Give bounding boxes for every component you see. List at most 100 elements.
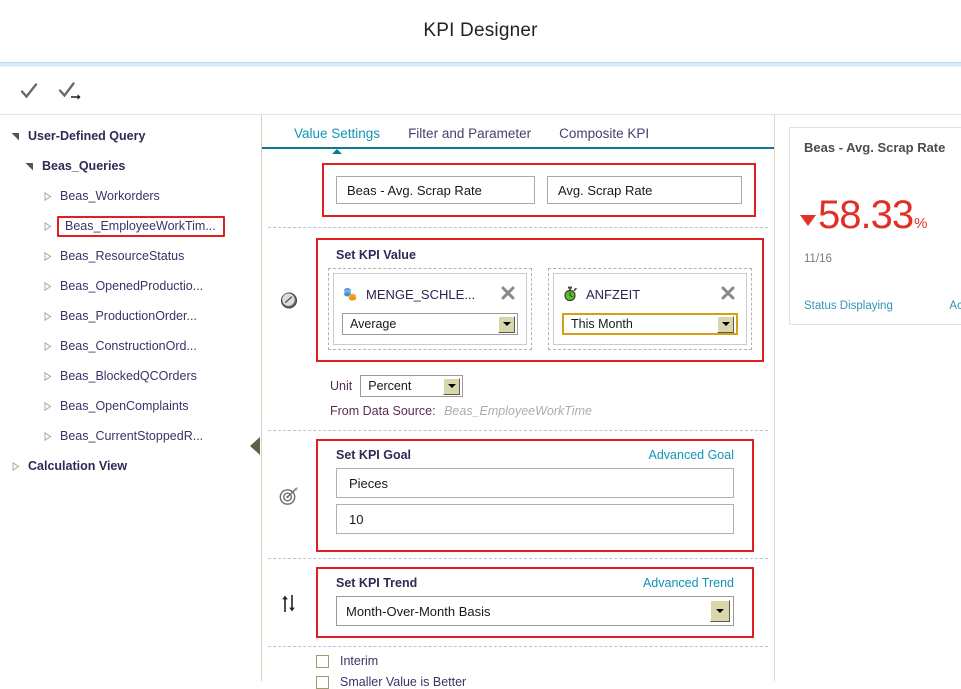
measure-aggregation-value: Average [350,317,397,331]
sidebar-item-1[interactable]: Beas_Queries [0,155,261,177]
sidebar-item-11[interactable]: Calculation View [0,455,261,477]
data-source-value: Beas_EmployeeWorkTime [444,404,592,418]
kpi-goal-section: Set KPI Goal Advanced Goal Pieces 10 [262,431,774,558]
sidebar-item-label: Beas_OpenedProductio... [60,279,204,293]
chevron-down-icon[interactable] [717,315,734,333]
up-down-arrows-glyph [282,594,295,612]
chevron-right-icon[interactable] [8,461,22,471]
measure-remove-close-icon[interactable] [498,285,518,304]
goal-unit-input[interactable]: Pieces [336,468,734,498]
advanced-trend-link[interactable]: Advanced Trend [642,576,734,590]
close-glyph [501,286,515,299]
sidebar-item-label: Beas_ProductionOrder... [60,309,197,323]
chevron-down-icon[interactable] [443,377,461,395]
sidebar-item-3[interactable]: Beas_EmployeeWorkTim... [0,215,261,237]
kpi-goal-header: Set KPI Goal Advanced Goal [328,446,742,468]
kpi-trend-box: Set KPI Trend Advanced Trend Month-Over-… [316,567,754,638]
option-interim[interactable]: Interim [262,654,774,668]
sidebar-item-label: Beas_OpenComplaints [60,399,189,413]
measure-label: MENGE_SCHLE... [366,286,476,302]
dimension-slot[interactable]: ANFZEIT This Month [548,268,752,350]
option-label: Interim [340,654,379,668]
chevron-right-icon[interactable] [40,251,54,261]
goal-target-input[interactable]: 10 [336,504,734,534]
preview-date: 11/16 [804,253,832,265]
measure-aggregation-select[interactable]: Average [342,313,518,335]
tab-composite-kpi[interactable]: Composite KPI [559,126,650,141]
chevron-right-icon[interactable] [40,221,54,231]
chevron-down-icon[interactable] [8,132,22,141]
collapse-left-arrow-icon[interactable] [248,435,262,457]
sidebar-item-8[interactable]: Beas_BlockedQCOrders [0,365,261,387]
tab-value-settings[interactable]: Value Settings [280,126,394,154]
chevron-right-icon[interactable] [40,281,54,291]
time-dimension-icon [564,286,577,302]
checkbox[interactable] [316,675,329,689]
advanced-goal-link[interactable]: Advanced Goal [648,448,734,462]
separator [268,646,768,647]
measure-slot[interactable]: MENGE_SCHLE... Average [328,268,532,350]
chevron-right-icon[interactable] [40,401,54,411]
kpi-value-icon [262,290,316,310]
option-smaller-value-is-better[interactable]: Smaller Value is Better [262,675,774,689]
tab-bar: Value Settings Filter and Parameter Compos… [262,115,774,154]
chevron-right-icon[interactable] [40,311,54,321]
confirm-icon[interactable] [8,71,50,111]
preview-title: Beas - Avg. Scrap Rate [804,140,946,155]
sidebar-item-4[interactable]: Beas_ResourceStatus [0,245,261,267]
target-icon [262,485,316,507]
trend-basis-value: Month-Over-Month Basis [346,603,491,619]
dimension-chip: ANFZEIT [562,282,738,306]
sidebar-item-label: Beas_ResourceStatus [60,249,185,263]
kpi-value-title: Set KPI Value [336,248,416,262]
action-link[interactable]: Actio [949,300,961,312]
unit-row: Unit Percent [330,375,774,397]
page-title: KPI Designer [423,20,538,41]
chevron-right-icon[interactable] [40,191,54,201]
unit-label: Unit [330,379,353,393]
preview-value: 58.33 [818,193,914,237]
check-arrow-glyph [58,81,81,100]
separator [268,558,768,559]
dimension-period-select[interactable]: This Month [562,313,738,335]
separator [268,227,768,228]
data-source-row: From Data Source: Beas_EmployeeWorkTime [330,404,774,418]
kpi-name-input[interactable]: Beas - Avg. Scrap Rate [336,176,535,204]
chevron-down-icon[interactable] [22,162,36,171]
kpi-goal-title: Set KPI Goal [336,448,412,462]
chevron-right-icon[interactable] [40,341,54,351]
separator [268,430,768,431]
confirm-and-next-icon[interactable] [50,71,92,111]
kpi-preview-card: Beas - Avg. Scrap Rate 58.33 % 11/16 - S… [789,127,961,325]
measure-slot-inner: MENGE_SCHLE... Average [333,273,527,345]
gauge-glyph [281,292,297,309]
kpi-trend-section: Set KPI Trend Advanced Trend Month-Over-… [262,559,774,646]
sidebar-item-9[interactable]: Beas_OpenComplaints [0,395,261,417]
trend-basis-select[interactable]: Month-Over-Month Basis [336,596,734,626]
sidebar-item-0[interactable]: User-Defined Query [0,125,261,147]
sidebar-item-label: Beas_ConstructionOrd... [60,339,197,353]
chevron-down-icon[interactable] [498,315,515,333]
checkbox[interactable] [316,654,329,668]
sidebar-item-10[interactable]: Beas_CurrentStoppedR... [0,425,261,447]
sidebar-item-label: Beas_Queries [42,159,126,173]
kpi-goal-box: Set KPI Goal Advanced Goal Pieces 10 [316,439,754,552]
tab-filter-and-parameter[interactable]: Filter and Parameter [408,126,532,141]
kpi-short-name-input[interactable]: Avg. Scrap Rate [546,176,742,204]
option-label: Smaller Value is Better [340,675,467,689]
measure-chip: MENGE_SCHLE... [342,282,518,306]
unit-select[interactable]: Percent [360,375,464,397]
sidebar-item-6[interactable]: Beas_ProductionOrder... [0,305,261,327]
chevron-right-icon[interactable] [40,431,54,441]
dimension-slot-inner: ANFZEIT This Month [553,273,747,345]
chevron-right-icon[interactable] [40,371,54,381]
sidebar-item-7[interactable]: Beas_ConstructionOrd... [0,335,261,357]
sidebar-item-2[interactable]: Beas_Workorders [0,185,261,207]
dimension-remove-close-icon[interactable] [718,285,738,304]
sidebar-item-5[interactable]: Beas_OpenedProductio... [0,275,261,297]
chevron-down-icon[interactable] [710,600,730,622]
sidebar-item-label: User-Defined Query [28,129,146,143]
status-displaying-link[interactable]: Status Displaying [804,300,893,312]
